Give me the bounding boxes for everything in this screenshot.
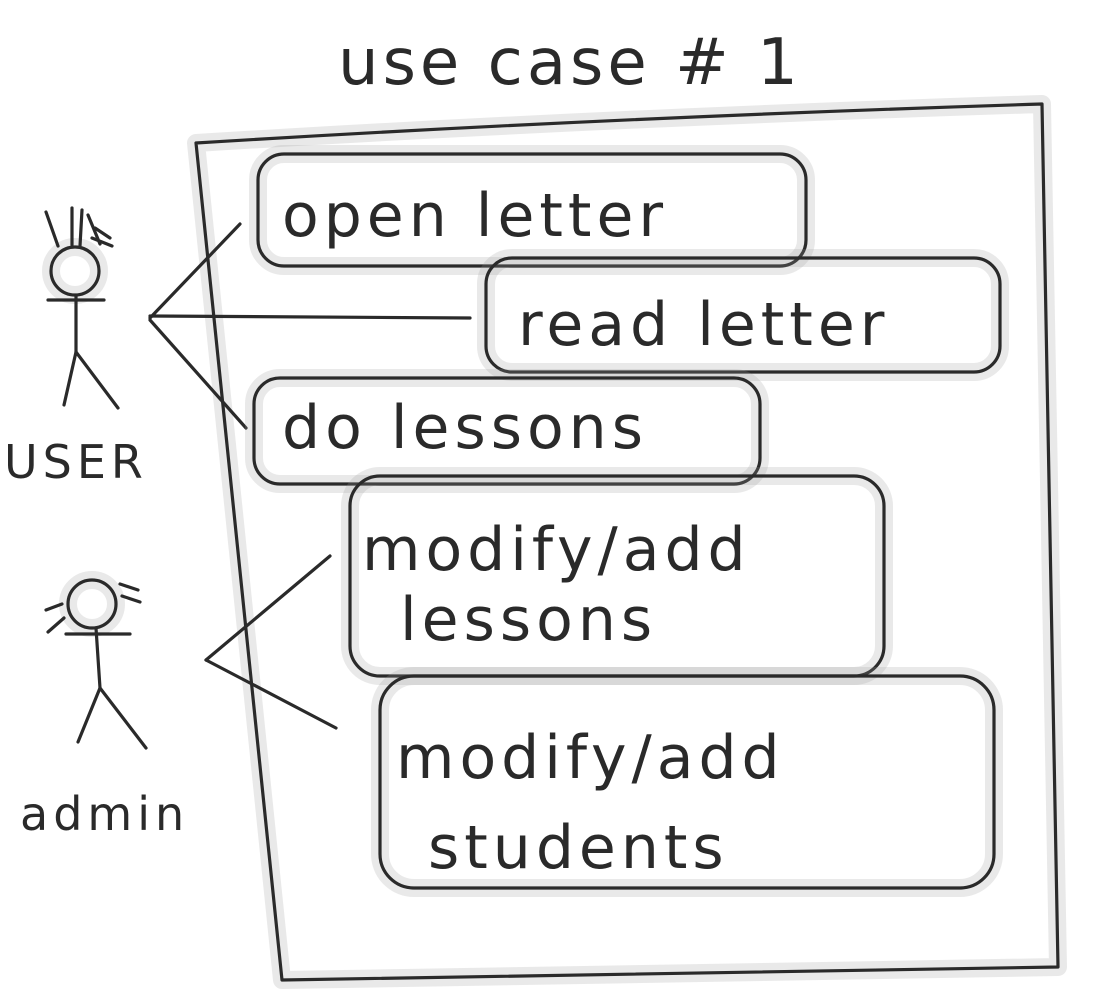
system-boundary <box>187 95 1067 989</box>
use-case-modify-add-students-line1: modify/add <box>396 723 785 793</box>
diagram-title: use case # 1 <box>338 26 802 100</box>
association-admin-modify-students <box>204 658 338 730</box>
user-stick-figure-icon <box>42 206 120 410</box>
association-lines <box>148 222 472 730</box>
use-case-modify-add-students-line2: students <box>428 813 729 883</box>
association-user-read-letter <box>148 314 472 320</box>
association-admin-modify-lessons <box>204 554 332 662</box>
use-case-modify-add-lessons-line1: modify/add <box>362 515 751 585</box>
use-case-modify-add-lessons-line2: lessons <box>400 585 657 655</box>
use-case-read-letter-label: read letter <box>518 290 889 360</box>
user-actor-label: USER <box>4 435 148 489</box>
association-user-open-letter <box>148 222 242 320</box>
user-actor: USER <box>4 206 148 489</box>
admin-stick-figure-icon <box>44 571 148 750</box>
use-case-open-letter-label: open letter <box>282 181 668 251</box>
use-case-open-letter: open letter <box>249 145 815 275</box>
use-case-modify-add-students: modify/add students <box>371 667 1003 897</box>
use-case-do-lessons-label: do lessons <box>282 393 648 463</box>
admin-actor-label: admin <box>20 787 189 841</box>
use-case-do-lessons: do lessons <box>245 369 769 493</box>
use-case-read-letter: read letter <box>477 249 1009 381</box>
admin-actor: admin <box>20 571 189 841</box>
association-user-do-lessons <box>148 318 248 430</box>
use-case-modify-add-lessons: modify/add lessons <box>341 467 893 685</box>
